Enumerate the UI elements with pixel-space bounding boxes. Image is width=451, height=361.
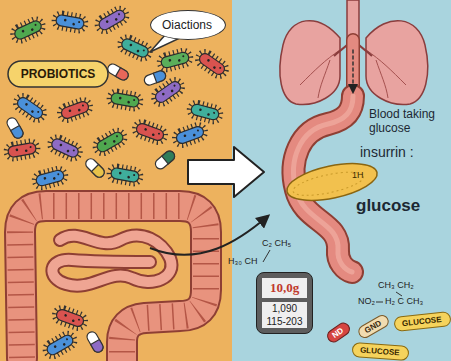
chemical-formula: C₂ CH₅ xyxy=(262,238,291,248)
capsule xyxy=(153,149,176,171)
bacterium xyxy=(188,101,223,124)
chemical-formula: H₂ C CH₃ xyxy=(385,296,423,306)
node-text: 1,090 xyxy=(262,302,307,315)
glucose-label: glucose xyxy=(356,196,420,216)
node-text: GLUCOSE xyxy=(360,346,402,358)
bacterium xyxy=(33,167,68,190)
glucose-meter: 10,0g 1,090115-203 xyxy=(256,272,313,334)
right-lung xyxy=(366,21,428,105)
node-text: 115-203 xyxy=(262,315,307,328)
chemical-formula: H₃₀ CH xyxy=(228,256,257,266)
large-intestine xyxy=(20,206,206,361)
node-text: Oiactions xyxy=(162,18,214,32)
colon xyxy=(20,206,206,361)
bacterium xyxy=(13,93,48,124)
left-lung xyxy=(280,21,340,105)
hormone-label: insurrin : xyxy=(360,144,414,160)
colon-outline xyxy=(20,206,206,361)
capsule xyxy=(5,116,25,140)
bacterium xyxy=(172,122,207,147)
bacterium xyxy=(53,12,87,32)
bacterium xyxy=(117,34,152,61)
capsule xyxy=(84,157,107,180)
chemical-formula: NO₂ xyxy=(358,296,375,306)
node-text: GLUCOSE xyxy=(402,315,444,328)
bacterium xyxy=(94,6,129,35)
pancreas-texture xyxy=(291,168,365,201)
chemical-label: 1H xyxy=(352,170,364,180)
chemical-formula: CH₃ CH₂ xyxy=(378,280,414,290)
capsule xyxy=(85,330,105,354)
bacterium xyxy=(10,16,45,43)
right-panel xyxy=(232,0,451,361)
probiotics-banner xyxy=(8,61,108,87)
bacterium xyxy=(158,49,193,72)
bacterium xyxy=(47,134,82,161)
air-arrow xyxy=(352,50,354,92)
speech-bubble: Oiactions xyxy=(150,10,226,40)
capsule xyxy=(143,70,167,87)
bacterium xyxy=(92,128,127,157)
capsule xyxy=(106,62,130,82)
bacterium xyxy=(132,119,167,144)
bacterium xyxy=(5,140,39,160)
bacterium xyxy=(57,97,92,122)
small-intestine xyxy=(52,235,171,285)
small-intestine-outline xyxy=(52,235,171,285)
bacterium xyxy=(108,90,142,110)
colon-folds xyxy=(20,206,206,361)
bacterium xyxy=(108,165,142,185)
bacterium xyxy=(195,49,230,80)
bacterium xyxy=(42,331,77,360)
flow-arrow xyxy=(188,147,264,197)
digestive-tract xyxy=(294,40,353,272)
annotation: Blood taking glucose xyxy=(369,108,447,136)
probiotics-label: PROBIOTICS xyxy=(8,61,108,87)
curved-arrow xyxy=(150,216,268,255)
node-text: 10,0g xyxy=(262,278,307,298)
bacterium xyxy=(52,305,87,330)
